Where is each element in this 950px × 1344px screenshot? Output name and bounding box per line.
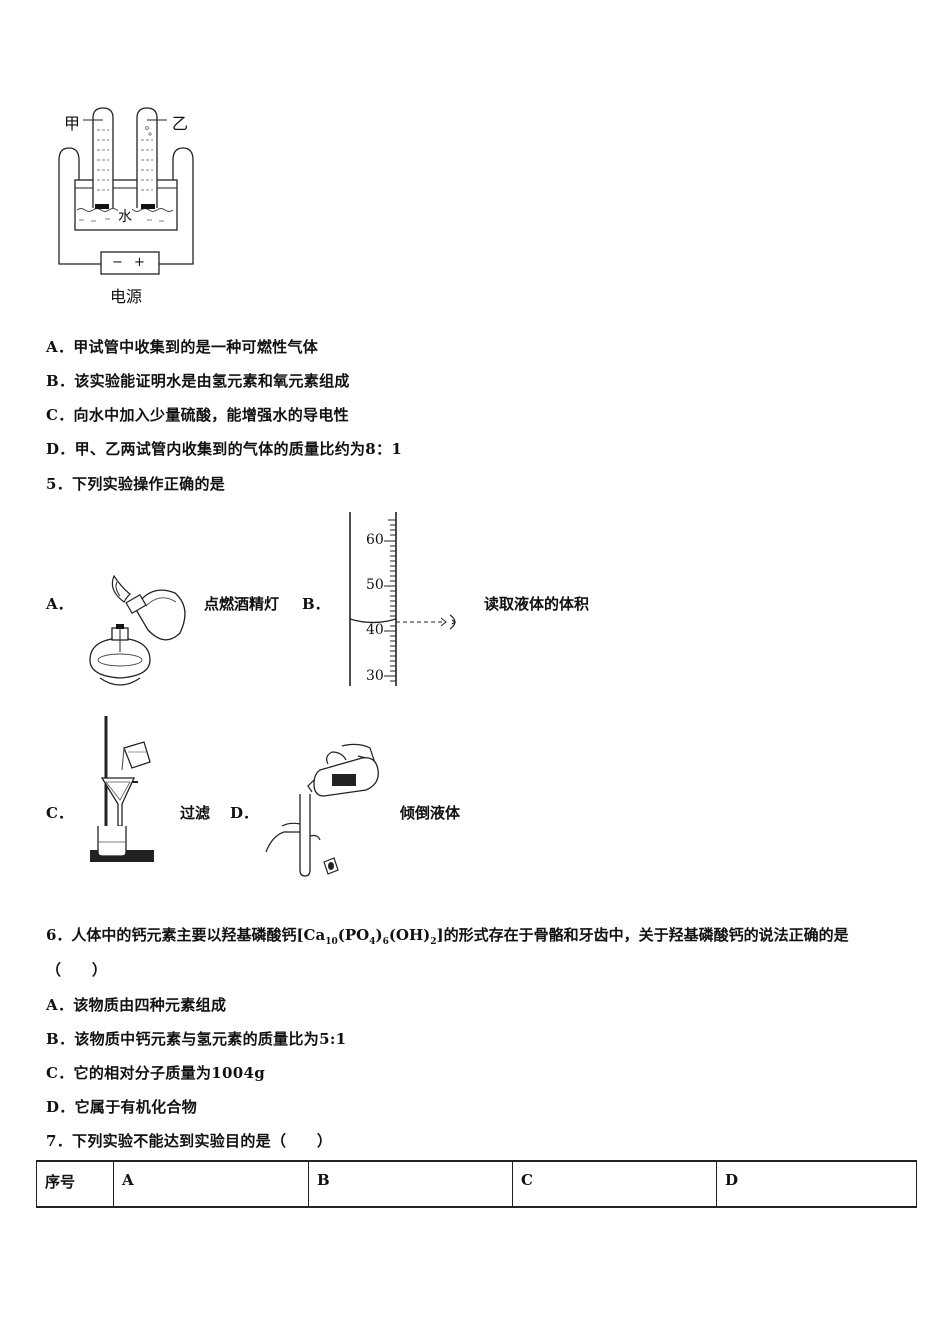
q4-option-c: C．向水中加入少量硫酸，能增强水的导电性 (46, 406, 349, 424)
table-header-cell: B (308, 1160, 513, 1208)
label-plus: + (134, 255, 145, 270)
cylinder-tick-40: 40 (366, 622, 384, 638)
cylinder-tick-60: 60 (366, 532, 384, 548)
q6-option-c: C．它的相对分子质量为1004g (46, 1064, 265, 1082)
graduated-cylinder-figure (349, 512, 457, 686)
table-header-cell: D (716, 1160, 917, 1208)
q5-option-b-text: 读取液体的体积 (484, 595, 590, 613)
electrolysis-apparatus-figure (58, 107, 194, 275)
q4-option-a: A．甲试管中收集到的是一种可燃性气体 (46, 338, 319, 356)
q6-option-b: B．该物质中钙元素与氢元素的质量比为5:1 (46, 1030, 347, 1048)
alcohol-lamp-lighting-figure (89, 574, 186, 686)
q6-answer-blank: （ ） (46, 961, 108, 979)
label-water: 水 (118, 206, 132, 226)
label-minus: − (112, 255, 123, 270)
q5-option-c-letter: C． (46, 804, 73, 822)
q5-option-a-text: 点燃酒精灯 (204, 595, 280, 613)
cylinder-tick-50: 50 (366, 577, 384, 593)
table-header-cell: 序号 (36, 1160, 114, 1208)
q4-option-b: B．该实验能证明水是由氢元素和氧元素组成 (46, 372, 350, 390)
q5-option-d-letter: D． (230, 804, 259, 822)
label-jia: 甲 (64, 114, 81, 133)
q5-stem: 5．下列实验操作正确的是 (46, 475, 226, 493)
table-header-cell: C (512, 1160, 717, 1208)
label-power-supply: 电源 (110, 287, 143, 306)
q6-option-d: D．它属于有机化合物 (46, 1098, 198, 1116)
table-header-row: 序号 A B C D (36, 1160, 917, 1208)
filtration-setup-figure (90, 716, 154, 862)
q7-table: 序号 A B C D (36, 1160, 917, 1208)
q6-stem: 6．人体中的钙元素主要以羟基磷酸钙[Ca10(PO4)6(OH)2]的形式存在于… (46, 926, 849, 947)
table-header-cell: A (113, 1160, 309, 1208)
q6-option-a: A．该物质由四种元素组成 (46, 996, 227, 1014)
q7-stem: 7．下列实验不能达到实验目的是（ ） (46, 1132, 333, 1150)
q5-option-b-letter: B． (302, 595, 330, 613)
cylinder-tick-30: 30 (366, 668, 384, 684)
q5-option-c-text: 过滤 (180, 804, 211, 822)
pouring-liquid-figure (265, 743, 379, 877)
q4-option-d: D．甲、乙两试管内收集到的气体的质量比约为8：1 (46, 440, 403, 458)
q5-option-d-text: 倾倒液体 (400, 804, 461, 822)
q5-option-a-letter: A． (46, 595, 73, 613)
label-yi: 乙 (172, 114, 189, 133)
